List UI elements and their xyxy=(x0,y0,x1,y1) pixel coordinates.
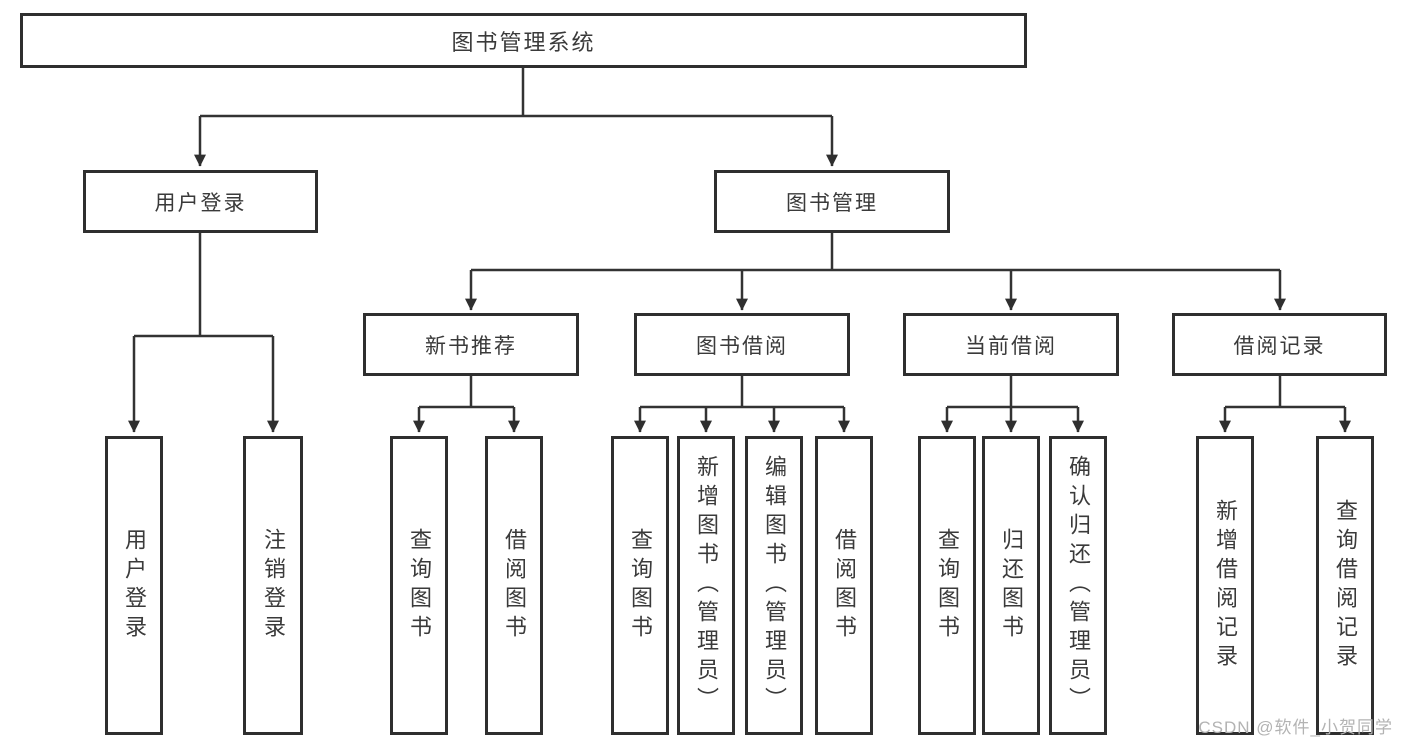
leaf-borrow-books: 借阅图书 xyxy=(815,436,873,735)
leaf-label: 注销登录 xyxy=(261,527,286,644)
leaf-label: 新增借阅记录 xyxy=(1213,498,1238,673)
leaf-label: 新增图书（管理员） xyxy=(694,455,719,716)
node-borrow-records: 借阅记录 xyxy=(1172,313,1387,376)
leaf-return-books: 归还图书 xyxy=(982,436,1040,735)
leaf-label: 查询图书 xyxy=(407,527,432,644)
leaf-borrow-books-recommend: 借阅图书 xyxy=(485,436,543,735)
leaf-query-books-current: 查询图书 xyxy=(918,436,976,735)
leaf-label: 借阅图书 xyxy=(502,527,527,644)
node-book-borrow: 图书借阅 xyxy=(634,313,850,376)
leaf-label: 借阅图书 xyxy=(832,527,857,644)
leaf-label: 编辑图书（管理员） xyxy=(762,455,787,716)
leaf-label: 查询图书 xyxy=(628,527,653,644)
leaf-query-books-recommend: 查询图书 xyxy=(390,436,448,735)
leaf-user-login: 用户登录 xyxy=(105,436,163,735)
leaf-add-books-admin: 新增图书（管理员） xyxy=(677,436,735,735)
node-book-management: 图书管理 xyxy=(714,170,950,233)
leaf-label: 查询借阅记录 xyxy=(1333,498,1358,673)
leaf-label: 归还图书 xyxy=(999,527,1024,644)
node-current-borrow: 当前借阅 xyxy=(903,313,1119,376)
leaf-edit-books-admin: 编辑图书（管理员） xyxy=(745,436,803,735)
node-new-book-recommend: 新书推荐 xyxy=(363,313,579,376)
leaf-label: 用户登录 xyxy=(122,527,147,644)
leaf-query-borrow-record: 查询借阅记录 xyxy=(1316,436,1374,735)
leaf-logout-login: 注销登录 xyxy=(243,436,303,735)
node-library-management-system: 图书管理系统 xyxy=(20,13,1027,68)
leaf-label: 查询图书 xyxy=(935,527,960,644)
node-user-login: 用户登录 xyxy=(83,170,318,233)
leaf-query-books-borrow: 查询图书 xyxy=(611,436,669,735)
leaf-label: 确认归还（管理员） xyxy=(1066,455,1091,716)
csdn-watermark: CSDN @软件_小贺同学 xyxy=(1198,718,1393,737)
leaf-confirm-return-admin: 确认归还（管理员） xyxy=(1049,436,1107,735)
leaf-add-borrow-record: 新增借阅记录 xyxy=(1196,436,1254,735)
